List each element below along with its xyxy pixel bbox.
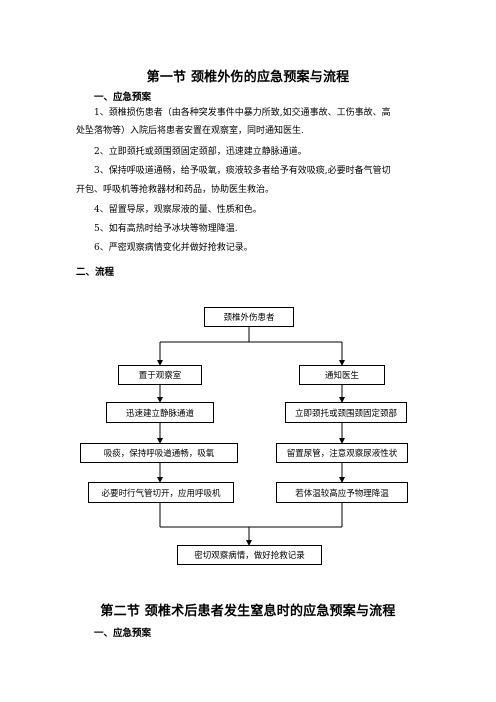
section2-plan-heading: 一、应急预案	[94, 628, 152, 639]
plan-item-1-line-2: 处坠落物等）入院后将患者安置在观察室，同时通知医生.	[76, 126, 304, 136]
section2-title: 第二节 颈椎术后患者发生窒息时的应急预案与流程	[100, 604, 396, 619]
flow-box-airway-oxygen: 吸痰，保持呼吸道通畅，吸氧	[80, 443, 238, 463]
plan-item-4: 4、留置导尿，观察尿液的量、性质和色。	[94, 205, 262, 215]
plan-item-6: 6、严密观察病情变化并做好抢救记录。	[94, 243, 253, 253]
plan-item-3-line-1: 3、保持呼吸道通畅，给予吸氧，痰液较多者给予有效吸痰,必要时备气管切	[94, 166, 391, 176]
section1-title: 第一节 颈椎外伤的应急预案与流程	[146, 70, 350, 85]
flow-box-neck-fixation: 立即颈托或颈围颈固定颈部	[285, 402, 407, 423]
flow-box-patient: 颈椎外伤患者	[204, 307, 294, 327]
flow-box-urinary-catheter: 留置尿管，注意观察尿液性状	[276, 443, 408, 463]
plan-item-2: 2、立即颈托或颈围颈固定颈部，迅速建立静脉通道。	[94, 147, 307, 157]
flow-box-tracheotomy: 必要时行气管切开，应用呼吸机	[88, 482, 234, 503]
plan-item-1-line-1: 1、颈椎损伤患者（由各种突发事件中暴力所致,如交通事故、工伤事故、高	[94, 108, 391, 118]
plan-item-5: 5、如有高热时给予冰块等物理降温.	[94, 224, 238, 234]
flow-box-observation-room: 置于观察室	[118, 365, 202, 385]
emergency-plan-heading: 一、应急预案	[94, 92, 152, 103]
flow-box-observe-record: 密切观察病情，做好抢救记录	[177, 545, 322, 565]
flow-box-physical-cooling: 若体温较高应予物理降温	[276, 482, 408, 503]
flow-box-iv-access: 迅速建立静脉通道	[106, 402, 214, 423]
flow-box-notify-doctor: 通知医生	[299, 365, 385, 385]
flow-heading: 二、流程	[76, 267, 115, 278]
connector-lines	[157, 327, 345, 546]
plan-item-3-line-2: 开包、呼吸机等抢救器材和药品，协助医生救治。	[76, 185, 275, 195]
